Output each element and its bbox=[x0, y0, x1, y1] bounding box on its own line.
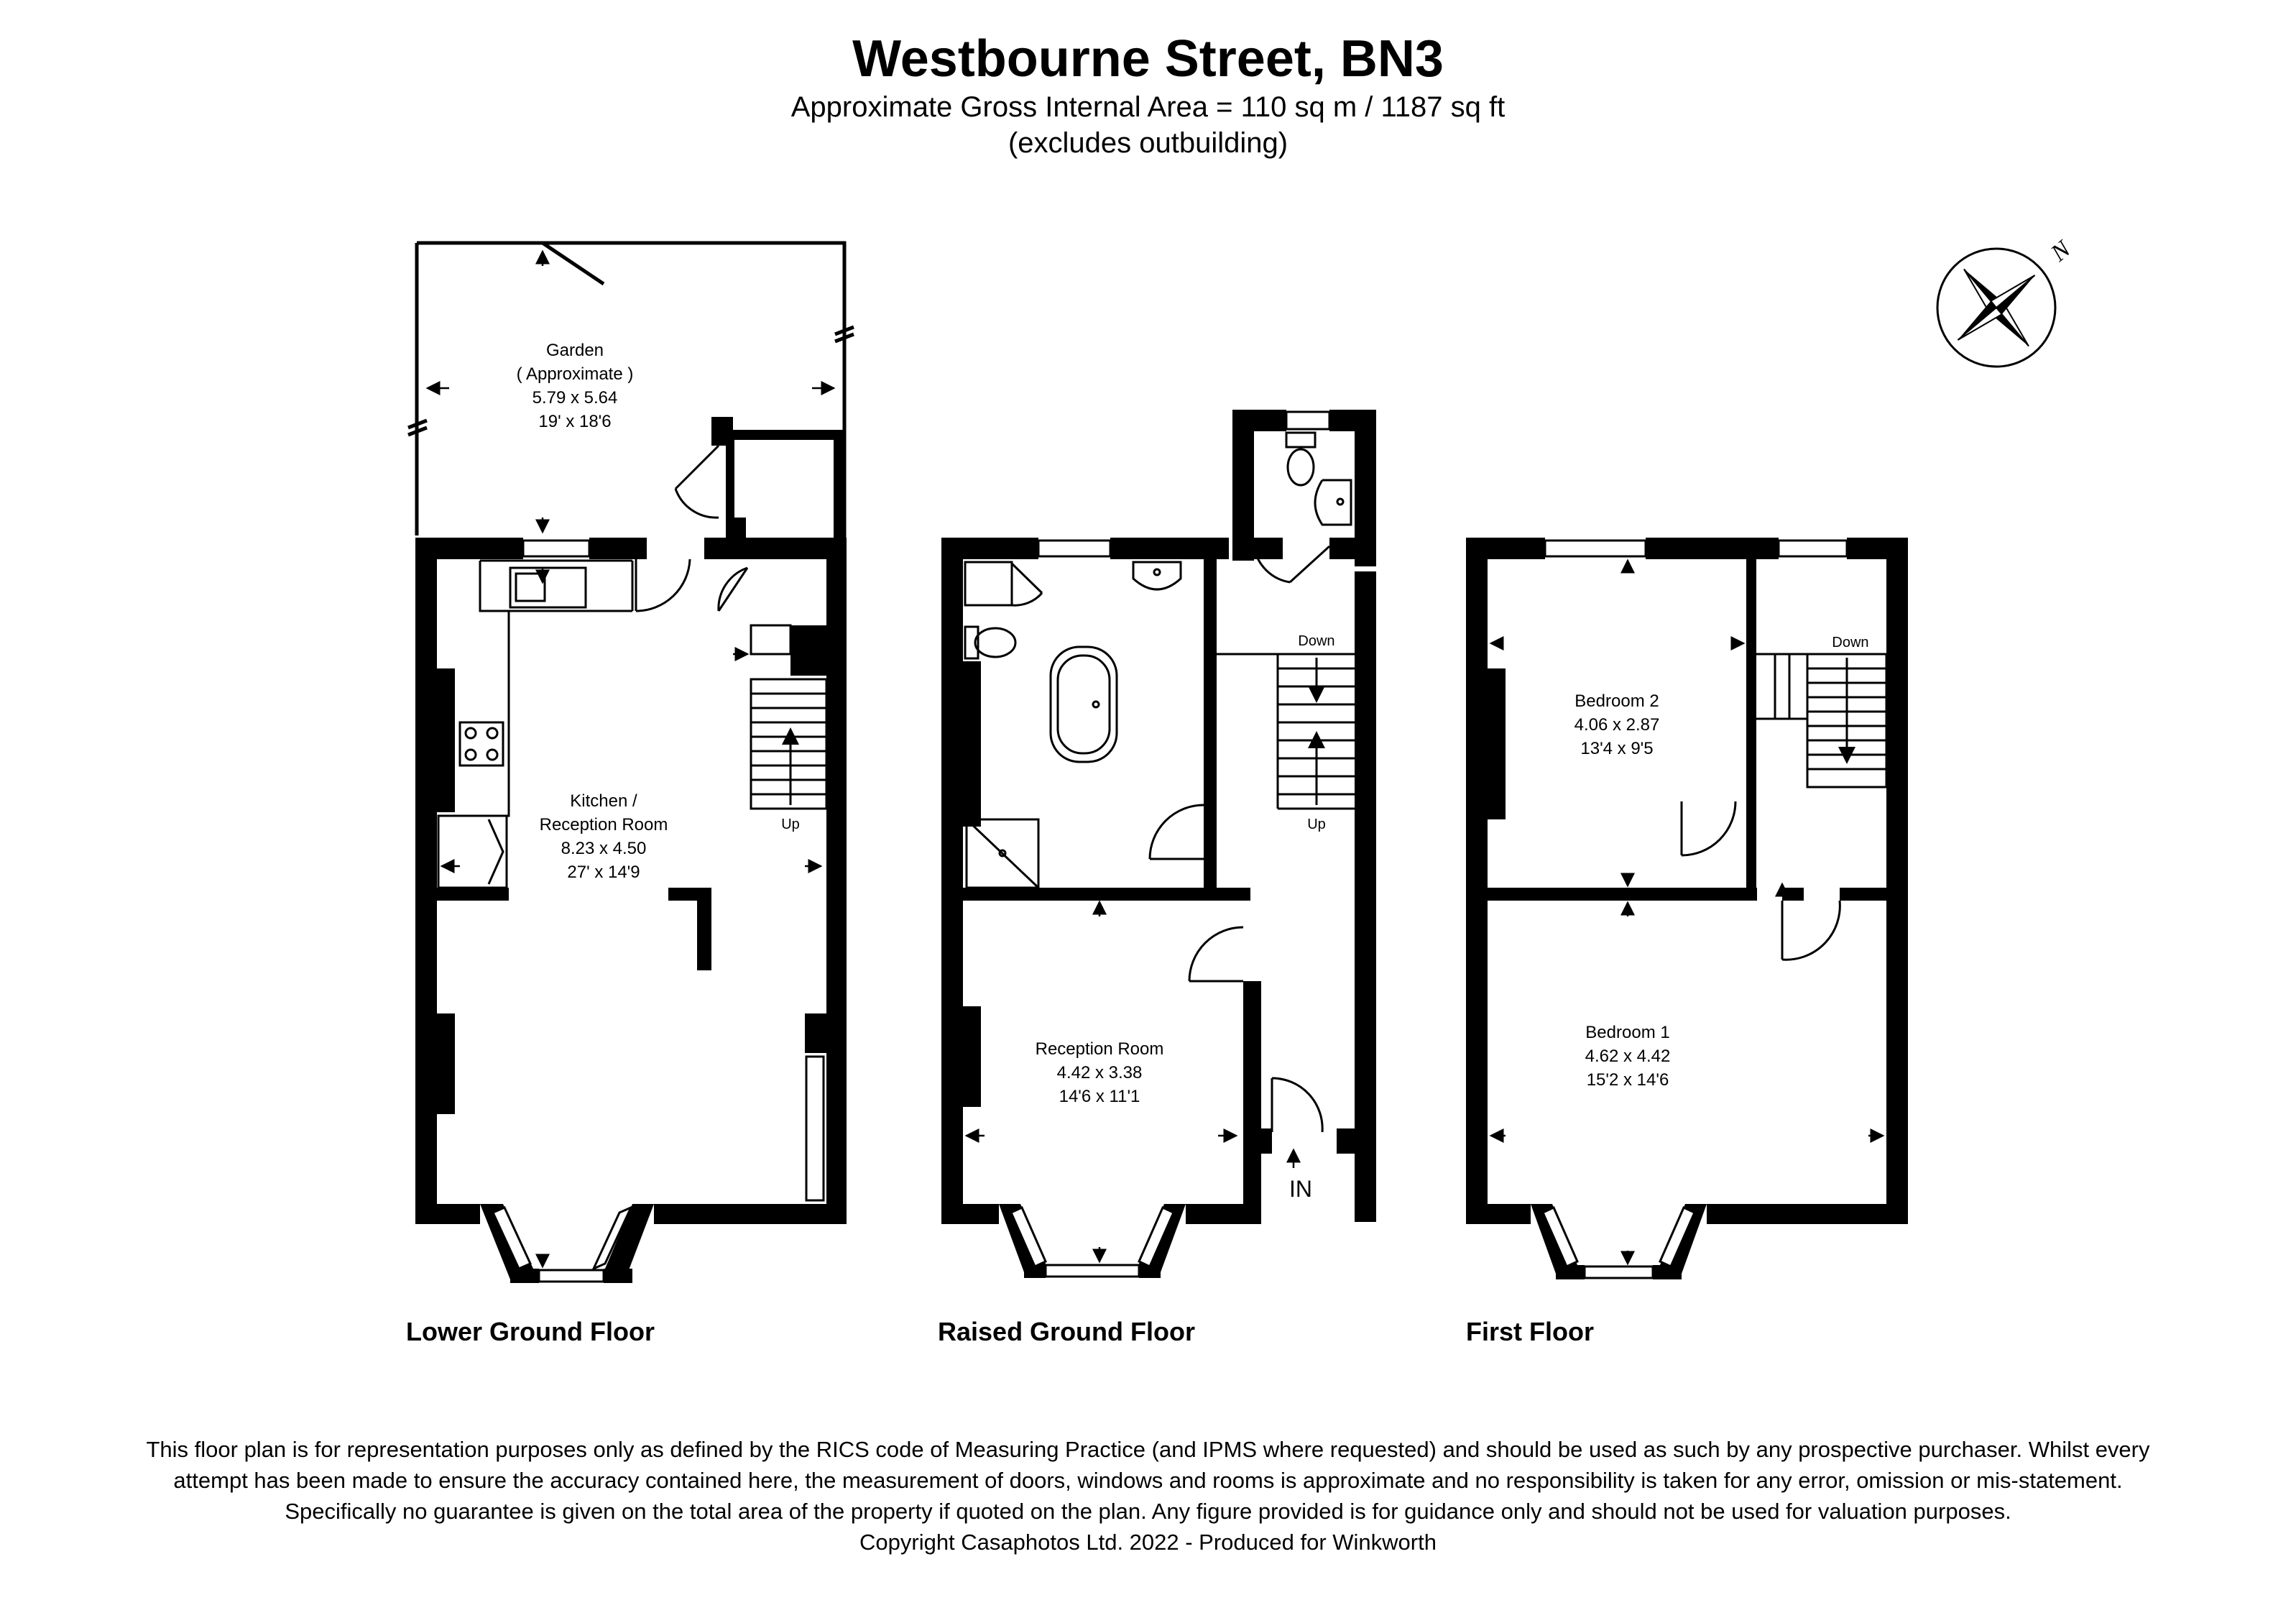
bedroom2-metric: 4.06 x 2.87 bbox=[1575, 715, 1660, 735]
bedroom1-metric: 4.62 x 4.42 bbox=[1585, 1047, 1671, 1066]
first-walls bbox=[1466, 538, 1908, 1279]
page-title: Westbourne Street, BN3 bbox=[852, 30, 1444, 88]
first-stairs bbox=[1756, 653, 1888, 788]
floor-label-first: First Floor bbox=[1466, 1317, 1594, 1346]
room-labels: Garden ( Approximate ) 5.79 x 5.64 19' x… bbox=[517, 341, 1869, 1202]
kitchen-units bbox=[456, 559, 634, 817]
bathroom-fixtures bbox=[964, 561, 1182, 889]
reception-metric: 4.42 x 3.38 bbox=[1057, 1063, 1143, 1082]
area-note: (excludes outbuilding) bbox=[1008, 127, 1288, 159]
garden-name: Garden bbox=[546, 341, 604, 360]
disclaimer-text: This floor plan is for representation pu… bbox=[146, 1437, 2150, 1524]
first-doors bbox=[1680, 801, 1841, 961]
first-floor bbox=[1466, 538, 1908, 1279]
kitchen-imperial: 27' x 14'9 bbox=[567, 863, 640, 882]
bedroom2-imperial: 13'4 x 9'5 bbox=[1580, 739, 1653, 758]
disclaimer: This floor plan is for representation pu… bbox=[144, 1434, 2152, 1558]
raised-stairs-down-label: Down bbox=[1298, 633, 1334, 649]
lower-windows bbox=[491, 539, 825, 1283]
floor-label-raised: Raised Ground Floor bbox=[938, 1317, 1195, 1346]
first-stairs-down-label: Down bbox=[1832, 635, 1868, 650]
garden-outline bbox=[407, 241, 854, 539]
copyright-text: Copyright Casaphotos Ltd. 2022 - Produce… bbox=[859, 1530, 1437, 1555]
outbuilding bbox=[711, 417, 844, 546]
garden-qualifier: ( Approximate ) bbox=[517, 364, 634, 384]
raised-ground-floor bbox=[941, 410, 1376, 1278]
lower-walls bbox=[415, 538, 847, 1283]
raised-walls bbox=[941, 410, 1376, 1278]
bedroom1-imperial: 15'2 x 14'6 bbox=[1587, 1070, 1669, 1090]
floor-label-lower: Lower Ground Floor bbox=[406, 1317, 655, 1346]
lower-stairs-up-label: Up bbox=[781, 817, 800, 832]
raised-stairs bbox=[1217, 653, 1355, 810]
compass-icon bbox=[1936, 247, 2057, 368]
cupboard bbox=[437, 814, 508, 889]
bedroom2-name: Bedroom 2 bbox=[1575, 691, 1659, 711]
lower-stairs bbox=[750, 624, 828, 810]
reception-imperial: 14'6 x 11'1 bbox=[1059, 1087, 1140, 1106]
outbuilding-door bbox=[674, 444, 720, 519]
first-windows bbox=[1541, 539, 1848, 1279]
reception-name: Reception Room bbox=[1036, 1039, 1164, 1059]
lower-doors bbox=[635, 558, 749, 612]
lower-arrows bbox=[425, 249, 836, 1269]
compass-north-label: N bbox=[2045, 235, 2077, 267]
gross-area: Approximate Gross Internal Area = 110 sq… bbox=[790, 91, 1506, 123]
raised-windows bbox=[1010, 410, 1331, 1278]
bedroom1-name: Bedroom 1 bbox=[1585, 1023, 1669, 1042]
garden-metric: 5.79 x 5.64 bbox=[532, 388, 618, 408]
first-arrows bbox=[1489, 558, 1885, 1266]
raised-stairs-up-label: Up bbox=[1307, 817, 1326, 832]
kitchen-name-2: Reception Room bbox=[540, 815, 668, 835]
raised-doors bbox=[1148, 804, 1324, 1133]
lower-ground-floor bbox=[407, 241, 854, 1283]
entrance-label: IN bbox=[1289, 1176, 1312, 1202]
kitchen-metric: 8.23 x 4.50 bbox=[561, 839, 647, 858]
header: Westbourne Street, BN3 Approximate Gross… bbox=[0, 29, 2296, 161]
garden-imperial: 19' x 18'6 bbox=[538, 412, 611, 431]
kitchen-name-1: Kitchen / bbox=[570, 791, 637, 811]
wc-fixtures bbox=[1253, 431, 1352, 584]
raised-arrows bbox=[964, 900, 1301, 1264]
